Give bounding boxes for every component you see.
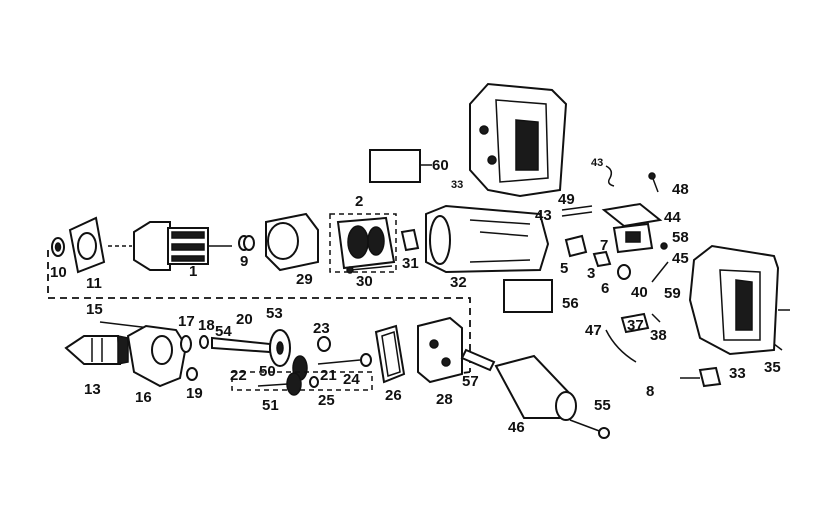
part-32-motor-housing bbox=[425, 204, 550, 274]
label-35: 35 bbox=[764, 359, 781, 376]
label-43-top: 43 bbox=[591, 157, 603, 169]
part-22-subassembly-box bbox=[231, 371, 373, 391]
label-28: 28 bbox=[436, 391, 453, 408]
label-60: 60 bbox=[432, 157, 449, 174]
label-1: 1 bbox=[189, 263, 197, 280]
part-15-screw bbox=[99, 321, 151, 329]
label-40: 40 bbox=[631, 284, 648, 301]
label-37: 37 bbox=[627, 317, 644, 334]
label-16: 16 bbox=[135, 389, 152, 406]
part-46-side-handle bbox=[494, 354, 577, 421]
part-56-label bbox=[503, 279, 553, 313]
label-17: 17 bbox=[178, 313, 195, 330]
label-58: 58 bbox=[672, 229, 689, 246]
label-11: 11 bbox=[86, 275, 102, 292]
label-25: 25 bbox=[318, 392, 335, 409]
label-8: 8 bbox=[646, 383, 654, 400]
label-30: 30 bbox=[356, 273, 373, 290]
part-44-switch-lever bbox=[601, 202, 663, 228]
part-21-shaft bbox=[317, 359, 361, 365]
label-38: 38 bbox=[650, 327, 667, 344]
part-49-pin bbox=[561, 205, 593, 217]
label-23: 23 bbox=[313, 320, 330, 337]
part-19-key bbox=[186, 367, 198, 381]
label-15: 15 bbox=[86, 301, 103, 318]
label-51: 51 bbox=[262, 397, 279, 414]
part-53-gear bbox=[269, 329, 291, 367]
part-18-washer bbox=[199, 335, 209, 349]
part-6-nut bbox=[617, 264, 631, 280]
label-21: 21 bbox=[320, 367, 337, 384]
label-45: 45 bbox=[672, 250, 689, 267]
part-16-gear-case bbox=[126, 324, 188, 388]
part-7-switch bbox=[612, 222, 654, 254]
part-11-baffle bbox=[68, 216, 106, 274]
part-25-washer bbox=[309, 376, 319, 388]
label-26: 26 bbox=[385, 387, 402, 404]
label-53: 53 bbox=[266, 305, 283, 322]
part-54-spindle bbox=[211, 336, 271, 354]
part-1-armature bbox=[108, 221, 232, 271]
label-10: 10 bbox=[50, 264, 67, 281]
part-55-bolt bbox=[569, 419, 610, 439]
part-58-clip bbox=[660, 242, 668, 250]
part-3-terminal bbox=[592, 250, 612, 268]
part-30-screw bbox=[346, 265, 393, 274]
label-57: 57 bbox=[462, 373, 479, 390]
label-33-right: 33 bbox=[729, 365, 746, 382]
part-33-handle-top bbox=[469, 82, 568, 198]
part-48-screw bbox=[648, 172, 659, 193]
label-22: 22 bbox=[230, 367, 247, 384]
label-55: 55 bbox=[594, 397, 611, 414]
part-57-screw bbox=[460, 348, 496, 372]
label-3: 3 bbox=[587, 265, 595, 282]
label-2: 2 bbox=[355, 193, 363, 210]
part-8-plug bbox=[680, 366, 722, 388]
part-28-gear-housing bbox=[417, 316, 463, 384]
label-43-mid: 43 bbox=[535, 207, 552, 224]
label-18: 18 bbox=[198, 317, 215, 334]
label-7: 7 bbox=[600, 237, 608, 254]
label-31: 31 bbox=[402, 255, 419, 272]
part-5-cord-protector bbox=[564, 234, 588, 258]
label-59: 59 bbox=[664, 285, 681, 302]
part-23-bearing bbox=[317, 336, 331, 352]
part-60-label bbox=[369, 149, 432, 183]
label-54: 54 bbox=[215, 323, 232, 340]
label-56: 56 bbox=[562, 295, 579, 312]
label-9: 9 bbox=[240, 253, 248, 270]
label-47: 47 bbox=[585, 322, 602, 339]
part-29-fan-baffle bbox=[265, 212, 319, 272]
part-10-washer bbox=[51, 237, 65, 257]
part-43-spring bbox=[605, 165, 615, 187]
part-59-wire bbox=[651, 261, 669, 283]
label-44: 44 bbox=[664, 209, 681, 226]
part-33-handle-right bbox=[688, 244, 790, 356]
part-17-bearing bbox=[180, 335, 192, 353]
part-13-chuck bbox=[64, 335, 129, 365]
label-48: 48 bbox=[672, 181, 689, 198]
label-19: 19 bbox=[186, 385, 203, 402]
part-9-bearing bbox=[238, 235, 255, 251]
label-50: 50 bbox=[259, 363, 276, 380]
label-49: 49 bbox=[558, 191, 575, 208]
label-5: 5 bbox=[560, 260, 568, 277]
label-29: 29 bbox=[296, 271, 313, 288]
part-47-cord bbox=[605, 312, 650, 363]
part-24-bearing bbox=[360, 353, 372, 367]
label-13: 13 bbox=[84, 381, 101, 398]
label-33-top: 33 bbox=[451, 179, 463, 191]
part-38-screw bbox=[651, 313, 661, 323]
label-24: 24 bbox=[343, 371, 360, 388]
part-26-gasket bbox=[374, 324, 406, 384]
part-51-intermediate-gear bbox=[257, 372, 302, 396]
label-46: 46 bbox=[508, 419, 525, 436]
label-6: 6 bbox=[601, 280, 609, 297]
part-31-brush bbox=[400, 228, 420, 252]
label-32: 32 bbox=[450, 274, 467, 291]
label-20: 20 bbox=[236, 311, 253, 328]
part-2-field bbox=[329, 213, 397, 273]
